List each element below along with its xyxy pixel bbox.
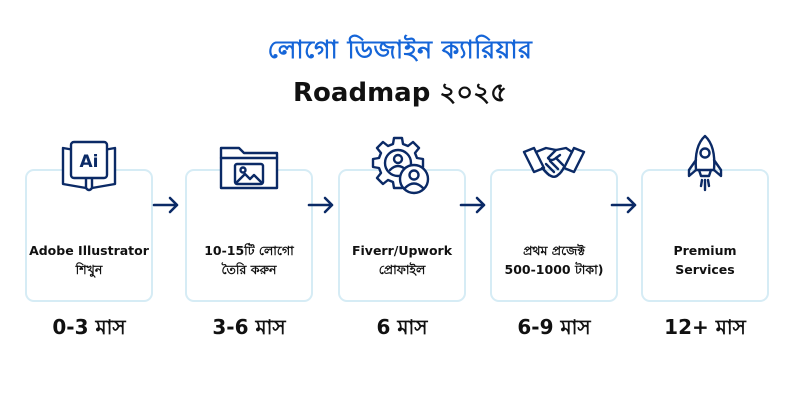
- image-folder-icon: [217, 134, 281, 198]
- rocket-icon: [673, 134, 737, 198]
- step-label: Premium Services: [673, 243, 737, 277]
- arrow-right-icon: [459, 196, 487, 214]
- adobe-illustrator-book-icon: Ai: [57, 134, 121, 198]
- svg-text:Ai: Ai: [80, 152, 99, 172]
- step-card-2: 10-15টি লোগো তৈরি করুন: [185, 169, 313, 302]
- step-duration: 0-3 মাস: [52, 315, 126, 339]
- step-duration: 6 মাস: [376, 315, 428, 339]
- arrow-right-icon: [610, 196, 638, 214]
- step-card-3: Fiverr/Upwork প্রোফাইল: [338, 169, 466, 302]
- step-duration: 12+ মাস: [664, 315, 746, 339]
- step-duration: 3-6 মাস: [212, 315, 286, 339]
- roadmap-title: লোগো ডিজাইন ক্যারিয়ার: [267, 35, 533, 64]
- gear-user-icon: [370, 134, 434, 198]
- step-label: Fiverr/Upwork প্রোফাইল: [351, 243, 453, 277]
- roadmap-subtitle: Roadmap ২০২৫: [293, 78, 507, 108]
- step-duration: 6-9 মাস: [517, 315, 591, 339]
- step-label: 10-15টি লোগো তৈরি করুন: [204, 243, 294, 277]
- step-card-4: প্রথম প্রজেক্ট 500-1000 টাকা): [490, 169, 618, 302]
- handshake-icon: [522, 134, 586, 198]
- step-label: প্রথম প্রজেক্ট 500-1000 টাকা): [504, 243, 604, 277]
- arrow-right-icon: [152, 196, 180, 214]
- step-label: Adobe Illustrator শিখুন: [29, 243, 149, 277]
- arrow-right-icon: [307, 196, 335, 214]
